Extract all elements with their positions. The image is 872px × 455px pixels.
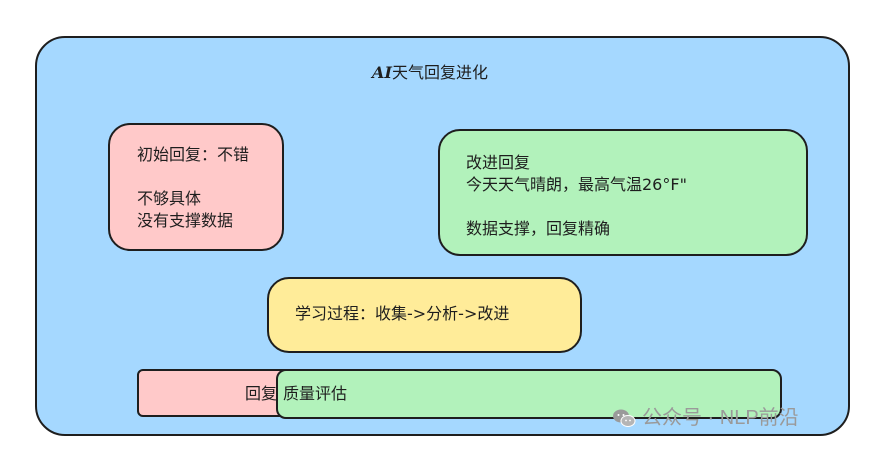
initial-reply-line: 不够具体: [137, 189, 202, 208]
improved-reply-line: [466, 196, 687, 218]
title-prefix: AI: [372, 63, 392, 82]
learning-process-box: [267, 277, 582, 353]
improved-reply-box: [438, 129, 808, 256]
evaluation-right-text: 质量评估: [283, 384, 348, 403]
initial-reply-line: [137, 166, 249, 188]
initial-reply-line: 初始回复：不错: [137, 145, 250, 164]
title-text: 天气回复进化: [391, 63, 488, 82]
watermark: 公众号 · NLP前沿: [612, 405, 799, 431]
evaluation-left-text: 回复: [245, 384, 278, 403]
learning-process-text: 学习过程：收集->分析->改进: [295, 304, 510, 323]
improved-reply-text: 改进回复 今天天气晴朗，最高气温26°F" 数据支撑，回复精确: [466, 152, 687, 240]
initial-reply-box: [108, 123, 284, 251]
initial-reply-line: 没有支撑数据: [137, 211, 234, 230]
diagram-title: AI天气回复进化: [300, 62, 560, 84]
improved-reply-line: 数据支撑，回复精确: [466, 219, 611, 238]
improved-reply-line: 改进回复: [466, 153, 531, 172]
improved-reply-line: 今天天气晴朗，最高气温26°F": [466, 175, 687, 194]
watermark-text: 公众号 · NLP前沿: [642, 407, 799, 429]
wechat-icon: [613, 409, 636, 427]
evaluation-bar-right: [276, 369, 782, 419]
initial-reply-text: 初始回复：不错 不够具体 没有支撑数据: [137, 144, 249, 232]
